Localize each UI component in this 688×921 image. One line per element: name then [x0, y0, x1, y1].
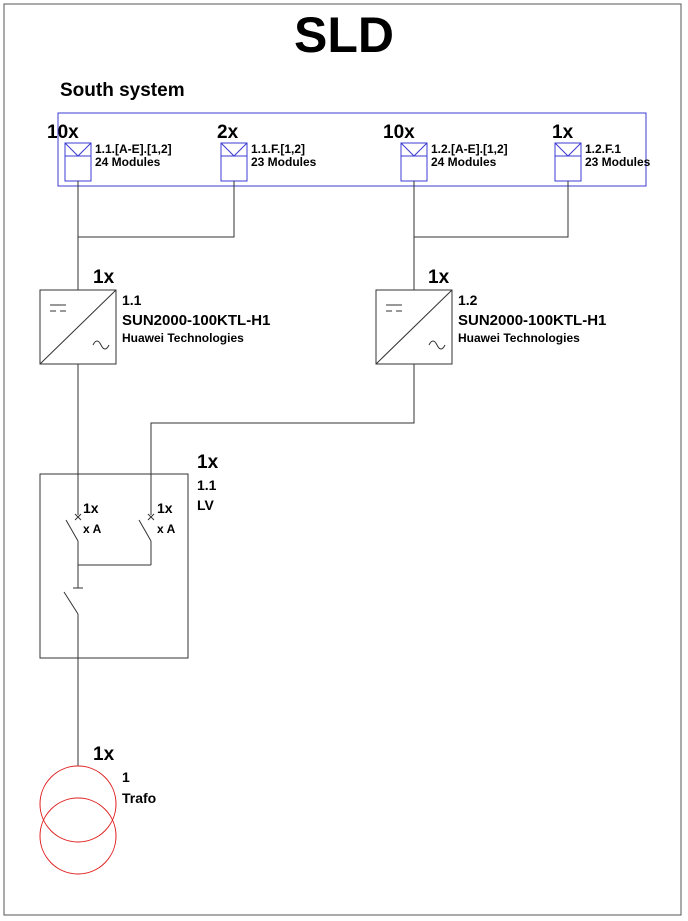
- dc-wiring: [77, 181, 569, 290]
- string-id: 1.1.[A-E].[1,2]: [95, 142, 172, 156]
- pv-module-icon: [64, 142, 92, 182]
- transformer-icon: [39, 765, 117, 875]
- string-modules: 24 Modules: [431, 155, 497, 169]
- breaker-1: 1x x A: [65, 500, 102, 565]
- string-modules: 23 Modules: [585, 155, 651, 169]
- lv-board-frame: [39, 473, 189, 659]
- pv-module-icon: [220, 142, 248, 182]
- inverter-maker: Huawei Technologies: [458, 331, 580, 345]
- inverter-icon: [39, 289, 117, 365]
- breaker-2: 1x x A: [138, 500, 176, 565]
- transformer-name: Trafo: [122, 790, 156, 806]
- diagram-title: SLD: [294, 7, 394, 63]
- inverter-icon: [375, 289, 453, 365]
- string-count: 1x: [552, 122, 574, 143]
- pv-string-3: 10x 1.2.[A-E].[1,2] 24 Modules: [383, 122, 508, 182]
- pv-module-icon: [400, 142, 428, 182]
- pv-string-4: 1x 1.2.F.1 23 Modules: [552, 122, 651, 182]
- string-count: 10x: [47, 122, 79, 143]
- string-group-box: [57, 112, 647, 187]
- string-id: 1.2.[A-E].[1,2]: [431, 142, 508, 156]
- breaker-icon: [65, 513, 82, 565]
- inverter-count: 1x: [93, 267, 115, 288]
- lv-board-count: 1x: [197, 452, 219, 473]
- inverter-model: SUN2000-100KTL-H1: [458, 312, 606, 329]
- lv-board-id: 1.1: [197, 477, 217, 493]
- inverter-model: SUN2000-100KTL-H1: [122, 312, 270, 329]
- pv-module-icon: [554, 142, 582, 182]
- breaker-count: 1x: [83, 500, 99, 516]
- inverter-id: 1.2: [458, 292, 478, 308]
- page-frame: [3, 3, 682, 916]
- string-count: 10x: [383, 122, 415, 143]
- breaker-icon: [138, 513, 155, 565]
- string-modules: 23 Modules: [251, 155, 317, 169]
- transformer-count: 1x: [93, 744, 115, 765]
- breaker-count: 1x: [157, 500, 173, 516]
- inverter-maker: Huawei Technologies: [122, 331, 244, 345]
- system-label: South system: [60, 80, 185, 101]
- pv-string-2: 2x 1.1.F.[1,2] 23 Modules: [217, 122, 317, 182]
- string-id: 1.1.F.[1,2]: [251, 142, 305, 156]
- string-modules: 24 Modules: [95, 155, 161, 169]
- string-count: 2x: [217, 122, 239, 143]
- ac-wiring: [77, 364, 415, 515]
- breaker-rating: x A: [157, 522, 176, 536]
- inverter-count: 1x: [428, 267, 450, 288]
- inverter-2: 1x 1.2 SUN2000-100KTL-H1 Huawei Technolo…: [375, 267, 606, 365]
- main-switch-icon: [63, 564, 151, 658]
- lv-board-name: LV: [197, 497, 215, 513]
- lv-board: 1x 1.1 LV 1x x A 1x x A: [39, 452, 219, 659]
- breaker-rating: x A: [83, 522, 102, 536]
- inverter-1: 1x 1.1 SUN2000-100KTL-H1 Huawei Technolo…: [39, 267, 270, 365]
- string-id: 1.2.F.1: [585, 142, 621, 156]
- pv-string-1: 10x 1.1.[A-E].[1,2] 24 Modules: [47, 122, 172, 182]
- inverter-id: 1.1: [122, 292, 142, 308]
- transformer: 1x 1 Trafo: [39, 744, 156, 875]
- transformer-id: 1: [122, 769, 130, 785]
